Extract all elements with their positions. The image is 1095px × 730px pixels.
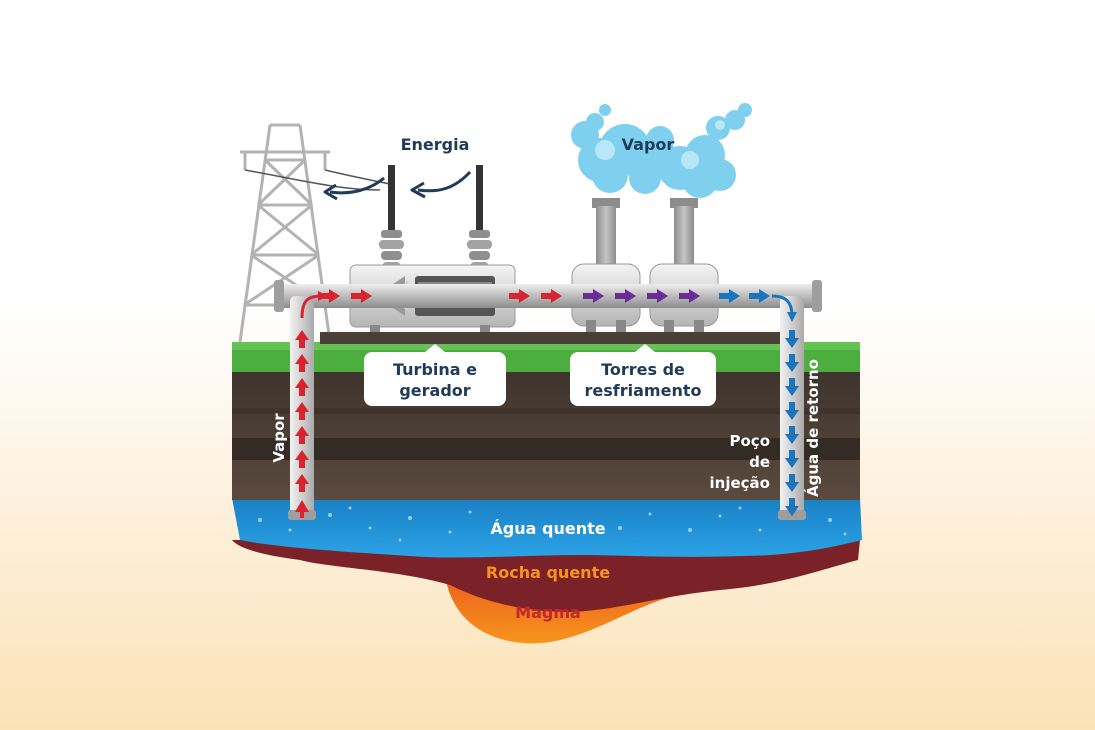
well-label-line2: de — [749, 453, 770, 471]
towers-label-line2: resfriamento — [585, 381, 702, 400]
towers-label-line1: Torres de — [601, 360, 685, 379]
return-down-arrow — [785, 330, 799, 348]
cooling-right-arrow — [647, 289, 668, 303]
return-down-arrow — [785, 474, 799, 492]
steam-up-arrow — [295, 378, 309, 396]
steam-right-arrow — [509, 289, 530, 303]
steam-right-arrow — [319, 289, 340, 303]
steam-right-arrow — [351, 289, 372, 303]
magma-label: Magma — [515, 603, 581, 622]
return-right-arrow — [749, 289, 770, 303]
steam-up-arrow — [295, 402, 309, 420]
steam-up-arrow — [295, 330, 309, 348]
hot-rock-label: Rocha quente — [486, 563, 610, 582]
return-down-arrow — [785, 450, 799, 468]
hot-rock-layer — [232, 540, 860, 612]
towers-label-box — [570, 352, 716, 406]
turbine-label-line1: Turbina e — [393, 360, 477, 379]
soil-strata — [232, 438, 860, 460]
steam-up-arrow — [295, 426, 309, 444]
well-label-line1: Poço — [730, 432, 771, 450]
energy-arrows — [323, 170, 472, 201]
turbine-label-box — [364, 352, 506, 406]
water-layer — [232, 498, 862, 558]
return-flow-arrows — [785, 330, 799, 516]
turbine-label-line2: gerador — [399, 381, 470, 400]
cooling-tower-2 — [649, 198, 719, 340]
return-water-label: Água de retorno — [803, 359, 822, 497]
cooling-right-arrow — [615, 289, 636, 303]
cooling-right-arrow — [583, 289, 604, 303]
vapor-side-label: Vapor — [270, 413, 288, 463]
cooling-tower-1 — [571, 198, 641, 340]
steam-flow-arrows — [295, 330, 309, 492]
return-down-arrow — [785, 426, 799, 444]
return-down-arrow — [785, 354, 799, 372]
steam-up-arrow — [295, 450, 309, 468]
hot-water-label: Água quente — [490, 519, 605, 538]
return-down-arrow — [785, 378, 799, 396]
cooling-right-arrow — [679, 289, 700, 303]
return-down-arrow — [785, 498, 799, 516]
steam-up-arrows — [295, 500, 309, 518]
insulator-right — [467, 165, 492, 270]
steam-up-arrow — [295, 354, 309, 372]
steam-up-arrow — [295, 474, 309, 492]
steam-right-arrow — [541, 289, 562, 303]
horizontal-flow-arrows — [319, 289, 770, 303]
ground-cross-section — [232, 342, 862, 644]
well-label-line3: injeção — [710, 474, 770, 492]
vapor-top-label: Vapor — [622, 135, 675, 154]
return-right-arrow — [719, 289, 740, 303]
return-down-arrow — [785, 402, 799, 420]
energy-label: Energia — [401, 135, 470, 154]
